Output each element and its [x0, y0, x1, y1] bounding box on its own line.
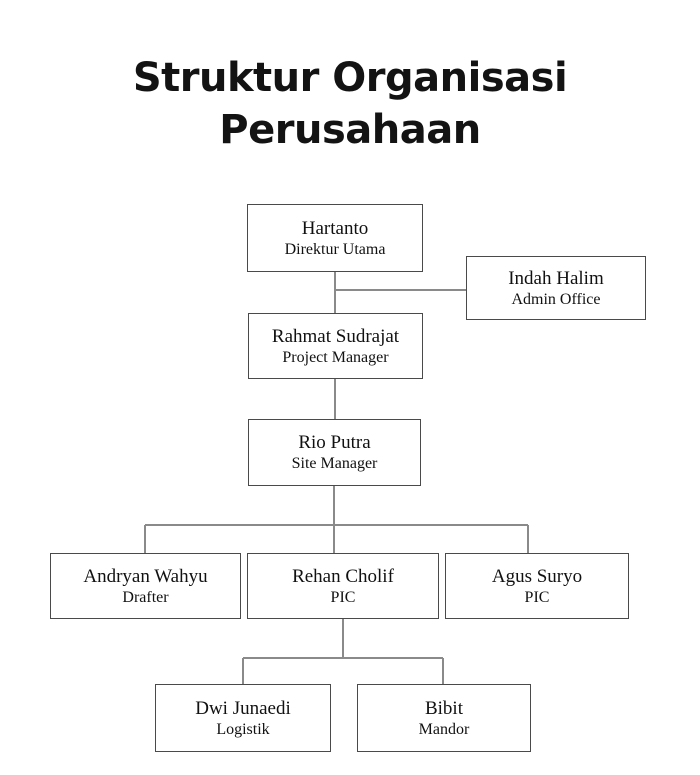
org-node-admin-office[interactable]: Indah Halim Admin Office [466, 256, 646, 320]
org-node-drafter[interactable]: Andryan Wahyu Drafter [50, 553, 241, 619]
org-node-name: Indah Halim [508, 267, 604, 289]
org-node-role: Mandor [418, 720, 470, 738]
org-node-name: Rio Putra [298, 432, 371, 453]
org-node-name: Dwi Junaedi [195, 697, 291, 719]
org-node-name: Andryan Wahyu [83, 565, 208, 587]
org-node-pic-2[interactable]: Agus Suryo PIC [445, 553, 629, 619]
org-node-role: Direktur Utama [284, 240, 386, 258]
org-node-name: Rehan Cholif [292, 565, 394, 587]
page-title: Struktur Organisasi Perusahaan [0, 52, 700, 156]
org-node-role: PIC [524, 588, 550, 606]
org-node-role: PIC [330, 588, 356, 606]
org-node-project-manager[interactable]: Rahmat Sudrajat Project Manager [248, 313, 423, 379]
org-node-pic-1[interactable]: Rehan Cholif PIC [247, 553, 439, 619]
org-node-direktur-utama[interactable]: Hartanto Direktur Utama [247, 204, 423, 272]
org-node-role: Project Manager [282, 348, 389, 366]
org-node-name: Hartanto [301, 217, 369, 239]
org-node-name: Bibit [424, 697, 463, 719]
org-node-name: Rahmat Sudrajat [271, 325, 400, 347]
org-node-mandor[interactable]: Bibit Mandor [357, 684, 531, 752]
page-title-line-1: Struktur Organisasi [132, 55, 568, 101]
org-node-site-manager[interactable]: Rio Putra Site Manager [248, 419, 421, 486]
org-node-role: Admin Office [511, 290, 601, 308]
org-node-role: Drafter [122, 588, 169, 606]
page-title-line-2: Perusahaan [219, 107, 481, 153]
org-node-role: Site Manager [291, 455, 378, 472]
org-node-logistik[interactable]: Dwi Junaedi Logistik [155, 684, 331, 752]
org-node-role: Logistik [216, 720, 270, 738]
org-node-name: Agus Suryo [491, 565, 583, 587]
